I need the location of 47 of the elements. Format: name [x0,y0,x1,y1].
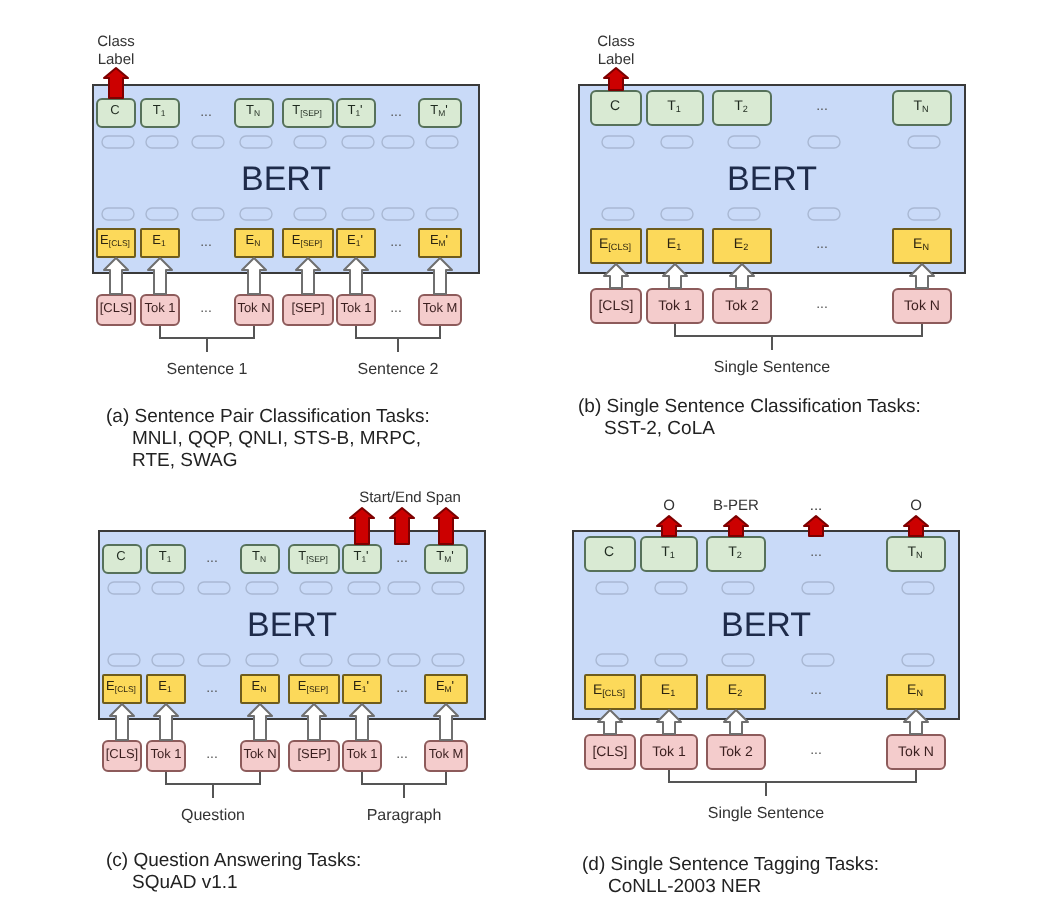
model-name: BERT [246,608,338,644]
arrow [103,67,129,99]
caption: (c) Question Answering Tasks: SQuAD v1.1 [106,850,364,894]
arrow [909,263,935,289]
arrow [803,515,829,537]
model-block [572,530,960,720]
model-name: BERT [240,162,332,198]
arrow [656,515,682,537]
segment-label: Question [180,806,246,826]
arrow [903,709,929,735]
arrow [103,257,129,295]
model-name: BERT [726,162,818,198]
arrow [656,709,682,735]
model-name: BERT [720,608,812,644]
caption: (b) Single Sentence Classification Tasks: SST-2, CoLA [578,396,923,440]
segment-label: Paragraph [366,806,442,826]
arrow [295,257,321,295]
arrow [662,263,688,289]
arrow [389,507,415,545]
arrow [603,67,629,91]
arrow [109,703,135,741]
arrow [349,507,375,545]
caption: (d) Single Sentence Tagging Tasks: CoNLL-2003 NER [582,854,882,898]
arrow [433,703,459,741]
segment-label: Single Sentence [713,358,831,378]
arrow [343,257,369,295]
arrow [729,263,755,289]
arrow [903,515,929,537]
arrow [241,257,267,295]
arrow [427,257,453,295]
arrow [147,257,173,295]
arrow [603,263,629,289]
segment-label: Sentence 2 [357,360,439,380]
arrow [301,703,327,741]
model-block [98,530,486,720]
caption: (a) Sentence Pair Classification Tasks: MNLI, QQP, QNLI, STS-B, MRPC, RTE, SWAG [106,406,432,472]
arrow [723,515,749,537]
segment-label: Single Sentence [707,804,825,824]
arrow [349,703,375,741]
arrow [153,703,179,741]
arrow [247,703,273,741]
model-block [92,84,480,274]
model-block [578,84,966,274]
arrow [597,709,623,735]
arrow [433,507,459,545]
segment-label: Sentence 1 [166,360,248,380]
arrow [723,709,749,735]
